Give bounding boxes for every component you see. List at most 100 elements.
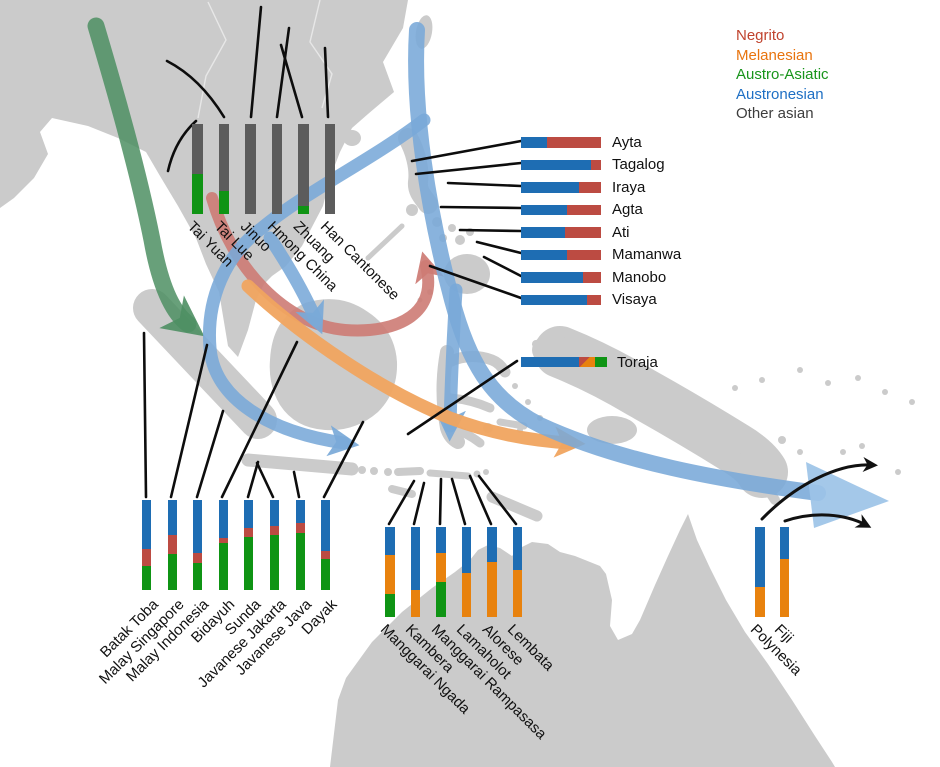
map-sumba [388,485,416,498]
segment-negrito [579,182,601,193]
segment-austronesian [521,272,584,283]
china-bar-hmong-china [271,124,282,214]
segment-other [218,124,229,191]
melanesian-migration-arrow [241,279,586,458]
segment-negrito [583,272,601,283]
segment-austronesian [521,249,567,260]
segment-negrito [321,551,331,560]
segment-other [271,124,282,214]
legend-item: Melanesian [736,46,813,64]
philippines-bar-manobo [521,272,601,283]
legend-item: Negrito [736,27,785,44]
segment-austroasiatic [167,553,177,590]
indonesia-bar-malay-singapore [167,500,177,590]
segment-negrito+melanesian [579,357,595,367]
segment-negrito [565,227,601,238]
population-label: Toraja [617,353,658,371]
migration-arrows [87,17,889,528]
segment-austronesian [218,500,228,538]
segment-austronesian [142,500,151,549]
segment-melanesian [779,558,789,617]
segment-melanesian [410,590,420,617]
legend-item: Other asian [736,105,814,122]
segment-negrito [547,137,601,148]
philippines-bar-tagalog [521,159,601,170]
segment-negrito [142,548,151,566]
segment-austronesian [385,527,395,555]
china-bar-jinuo [245,124,256,214]
indonesia-bar-javanese-java [295,500,305,590]
segment-other [298,124,309,206]
indonesia-bar-malay-indonesia [193,500,203,590]
population-label: Ayta [612,133,642,151]
segment-austronesian [244,500,254,528]
segment-other [245,124,256,214]
philippines-bar-ayta [521,137,601,148]
segment-austroasiatic [218,543,228,590]
pacific-onward-arrow-south [783,513,872,528]
indonesia-bar-dayak [321,500,331,590]
indonesia-bar-javanese-jakarta [270,500,279,590]
segment-austronesian [521,294,587,305]
sunda-bar-manggarai-rampasasa [436,527,446,617]
austronesian-branch-southwest [202,113,431,457]
segment-austronesian [410,527,420,590]
map-asia-mainland [0,0,408,357]
segment-negrito [218,537,228,544]
austronesian-main-arrowhead [806,462,889,528]
population-label: Iraya [612,178,646,196]
segment-austronesian [521,204,567,215]
segment-melanesian [385,554,395,595]
map-hainan [343,130,361,146]
segment-austronesian [487,527,497,563]
population-label: Mamanwa [612,246,682,264]
population-label: Visaya [612,291,657,309]
sunda-bar-kambera [410,527,420,617]
segment-austroasiatic [321,559,331,590]
segment-negrito [193,553,203,563]
pacific-bar-polynesia [755,527,765,617]
segment-austronesian [521,357,580,367]
segment-austroasiatic [385,594,395,617]
segment-negrito [295,523,305,534]
china-bar-tai-yuan [192,124,203,214]
segment-melanesian [436,553,446,582]
segment-austroasiatic [436,581,446,617]
sunda-bar-lembata [512,527,522,617]
segment-austroasiatic [218,190,229,214]
segment-negrito [586,294,601,305]
segment-austroasiatic [270,535,279,590]
connector-lines [142,5,523,526]
china-bar-zhuang [298,124,309,214]
map-new-guinea [534,326,788,498]
segment-austroasiatic [594,357,607,367]
segment-austronesian [521,182,580,193]
map-timor [486,491,543,522]
segment-melanesian [755,587,765,617]
sunda-bar-lamaholot [461,527,471,617]
segment-austroasiatic [298,205,309,214]
segment-austronesian [436,527,446,554]
segment-austronesian [755,527,765,588]
segment-austronesian [461,527,471,573]
segment-austroasiatic [193,562,203,590]
segment-austroasiatic [192,173,203,214]
indonesia-bar-bidayuh [218,500,228,590]
segment-other [192,124,203,174]
segment-austronesian [521,159,592,170]
indonesia-bar-batak-toba [142,500,151,590]
china-bar-tai-lue [218,124,229,214]
map-flores [426,469,472,480]
segment-negrito [244,527,254,537]
map-palawan [365,223,405,261]
segment-austronesian [193,500,203,554]
philippines-bar-mamanwa [521,249,601,260]
map-mindoro [406,204,418,216]
segment-austronesian [167,500,177,536]
segment-austronesian [521,227,565,238]
austro-asiatic-migration-arrow [87,17,205,337]
segment-other [324,124,335,214]
segment-austronesian [270,500,279,527]
map-java [241,453,359,476]
